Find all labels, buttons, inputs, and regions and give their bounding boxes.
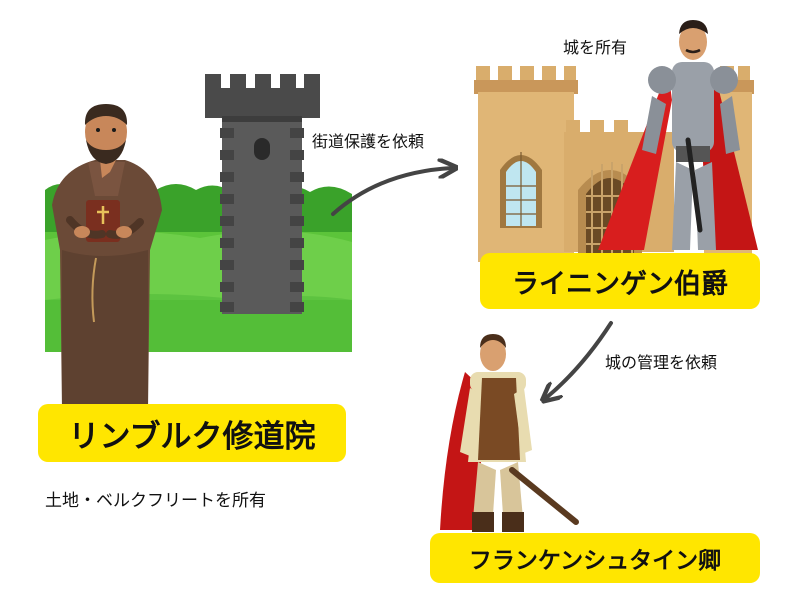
count-leiningen-badge: ライニンゲン伯爵 [480,253,760,309]
land-owned-label: 土地・ベルクフリートを所有 [45,491,266,511]
young-lord-figure [440,334,579,532]
stone-tower [205,74,320,314]
limburg-abbey-badge: リンブルク修道院 [38,404,346,462]
castle-management-arrow [546,321,613,398]
lord-frankenstein-badge: フランケンシュタイン卿 [430,533,760,583]
castle-management-request-label: 城の管理を依頼 [605,353,718,372]
knight-figure [598,20,758,250]
road-protection-arrow [331,168,452,216]
monk-figure [52,104,162,410]
castle-owned-label: 城を所有 [563,38,628,57]
road-protection-request-label: 街道保護を依頼 [312,132,425,151]
